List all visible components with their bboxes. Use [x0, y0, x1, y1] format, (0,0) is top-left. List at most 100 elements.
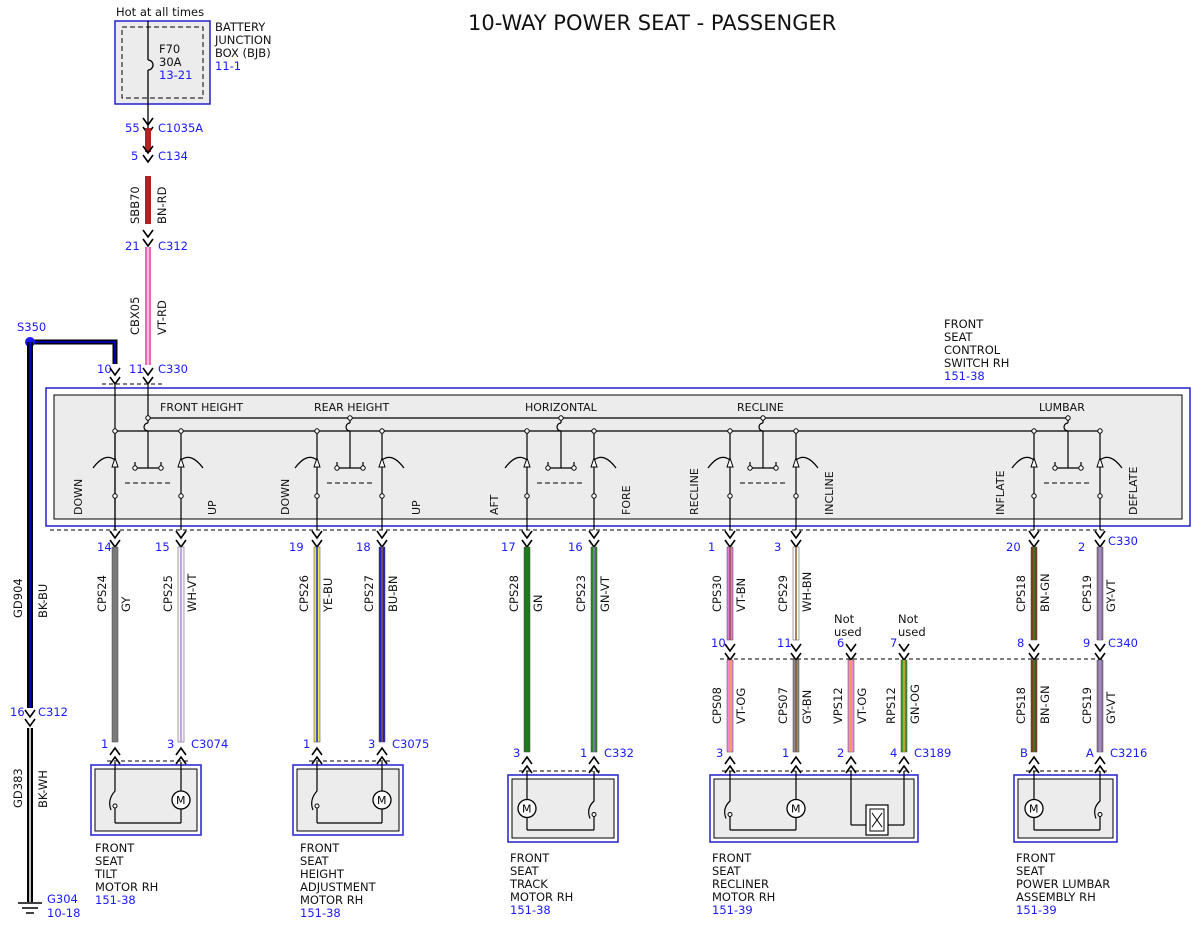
s350-label: S350 [17, 320, 46, 334]
wire-color-label: BN-GN [1038, 685, 1052, 724]
motor-terminal-icon [109, 747, 121, 765]
wire-circuit-label: CPS29 [776, 575, 790, 612]
section-horizontal: HORIZONTAL [525, 401, 598, 414]
motor-pin: 1 [101, 737, 108, 751]
motor-name-line: RECLINER [712, 877, 769, 891]
ground-symbol-icon [18, 902, 42, 914]
c340-pin: 10 [711, 636, 726, 650]
c330-pin: 18 [356, 540, 371, 554]
c340-terminal-icon [1028, 643, 1040, 661]
wire-circuit-label: CPS26 [297, 575, 311, 612]
c312-top-terminal-icon [142, 229, 154, 247]
c330-terminal-icon [724, 530, 736, 548]
section-front-height: FRONT HEIGHT [160, 401, 243, 414]
not-used-2a: Not [898, 612, 919, 626]
c1035a-label: C1035A [158, 121, 203, 135]
wire-color-label: GY-VT [1104, 691, 1118, 724]
motor-connector: C3074 [191, 737, 228, 751]
wire-color-label: GY-BN [800, 690, 814, 724]
c330-pin11-terminal-icon [142, 367, 154, 385]
motor-name-line: POWER LUMBAR [1016, 877, 1110, 891]
motor-name-line: TILT [94, 867, 118, 881]
motor-ref: 151-38 [95, 893, 136, 907]
switch-name-3: CONTROL [944, 343, 1001, 357]
motor-ref: 151-38 [510, 903, 551, 917]
switch-name-2: SEAT [944, 330, 974, 344]
switch-contacts [92, 415, 1123, 530]
gd904-circuit: GD904 [11, 578, 25, 618]
c330-bottom-label: C330 [1108, 534, 1138, 548]
wire-sbb70 [145, 176, 151, 224]
wire-color-label: VT-OG [855, 688, 869, 724]
sbb70-circuit: SBB70 [128, 186, 142, 224]
cbx05-color: VT-RD [155, 300, 169, 335]
motor-name-line: HEIGHT [300, 867, 345, 881]
c134-label: C134 [158, 149, 188, 163]
g304-ref: 10-18 [47, 906, 80, 920]
motor-terminal-icon [175, 747, 187, 765]
motor-name-line: TRACK [509, 877, 548, 891]
motor-name-line: SEAT [1016, 864, 1046, 878]
wire-circuit-label: CPS30 [710, 575, 724, 612]
motor-name-line: ASSEMBLY RH [1016, 890, 1096, 904]
bjb-label-2: JUNCTION [214, 33, 272, 47]
cbx05-circuit: CBX05 [128, 297, 142, 335]
motor-pin: 2 [837, 746, 844, 760]
bjb-box [114, 20, 211, 105]
motor-name-line: SEAT [95, 854, 125, 868]
switch-section-3 [504, 415, 617, 530]
c330-pin: 2 [1078, 540, 1085, 554]
c330-terminal-icon [790, 530, 802, 548]
motor-ref: 151-38 [300, 906, 341, 920]
motor-name-line: FRONT [300, 841, 340, 855]
c330-terminal-icon [588, 530, 600, 548]
motor-name-line: MOTOR RH [95, 880, 158, 894]
wire-circuit-label: CPS07 [776, 687, 790, 724]
motor-name-line: SEAT [510, 864, 540, 878]
bjb-ref: 11-1 [215, 59, 241, 73]
c330-terminal-icon [1028, 530, 1040, 548]
wire-color-label: BU-BN [386, 575, 400, 612]
svg-text:M: M [1029, 803, 1039, 816]
c340-pin: 8 [1017, 636, 1024, 650]
wire-circuit-label: CPS18 [1014, 687, 1028, 724]
wire-bn-rd-short [145, 128, 151, 152]
bjb-inner-outline [121, 26, 204, 99]
wire-color-label: BN-GN [1038, 573, 1052, 612]
gd383-color: BK-WH [36, 770, 50, 808]
pos-down-1: DOWN [72, 479, 85, 515]
motor-name-line: MOTOR RH [510, 890, 573, 904]
c312-ground-pin: 16 [10, 705, 25, 719]
c340-terminal-icon [898, 643, 910, 661]
wire-circuit-label: CPS24 [95, 575, 109, 612]
c330-pin-11: 11 [129, 362, 144, 376]
motor-pin: 1 [580, 746, 587, 760]
motor-name-line: FRONT [95, 841, 135, 855]
not-used-1a: Not [834, 612, 855, 626]
fuse-icon [147, 59, 154, 71]
wire-color-label: YE-BU [321, 578, 335, 613]
c340-terminal-icon [1094, 643, 1106, 661]
c330-terminal-icon [175, 530, 187, 548]
motor-pin: 4 [890, 746, 897, 760]
c330-terminal-icon [1094, 530, 1106, 548]
wire-circuit-label: CPS23 [574, 575, 588, 612]
motor-name-line: FRONT [1016, 851, 1056, 865]
wire-color-label: GN-OG [908, 684, 922, 724]
motor-ref: 151-39 [712, 903, 753, 917]
